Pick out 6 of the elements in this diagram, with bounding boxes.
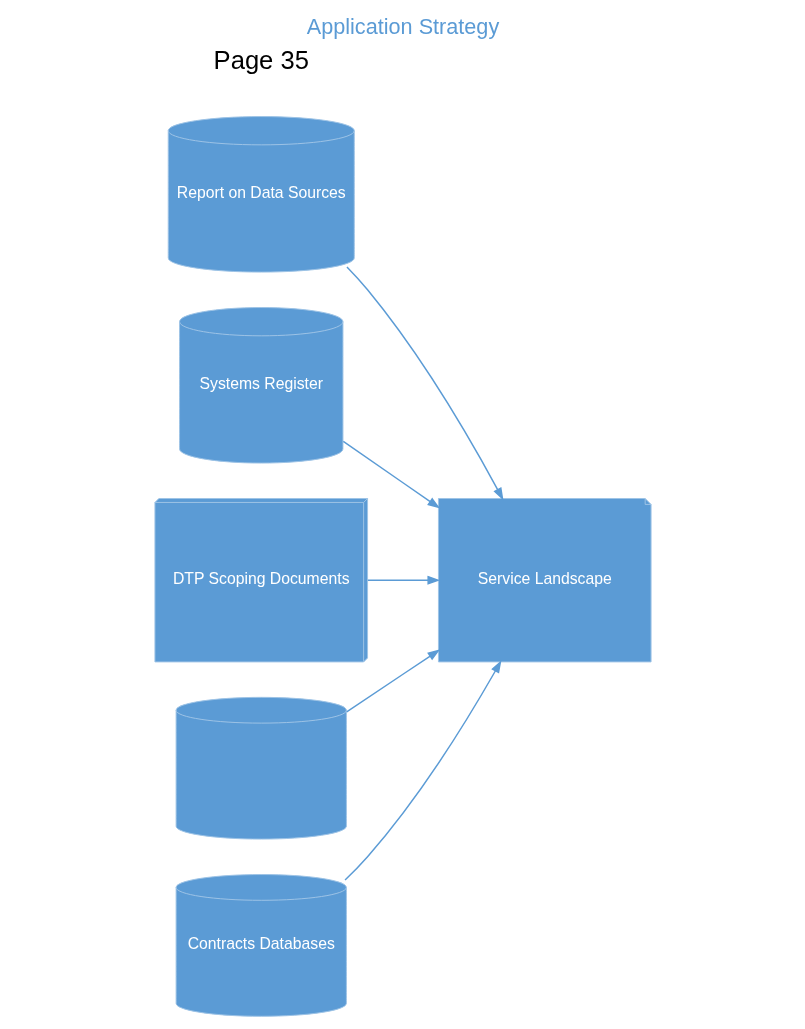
label: Page 35: [213, 45, 309, 74]
arrow: [342, 440, 440, 509]
arrow: [343, 660, 501, 881]
arrow: [366, 575, 440, 585]
diagram-title: Application Strategy: [306, 13, 499, 39]
arrow: [345, 649, 440, 713]
